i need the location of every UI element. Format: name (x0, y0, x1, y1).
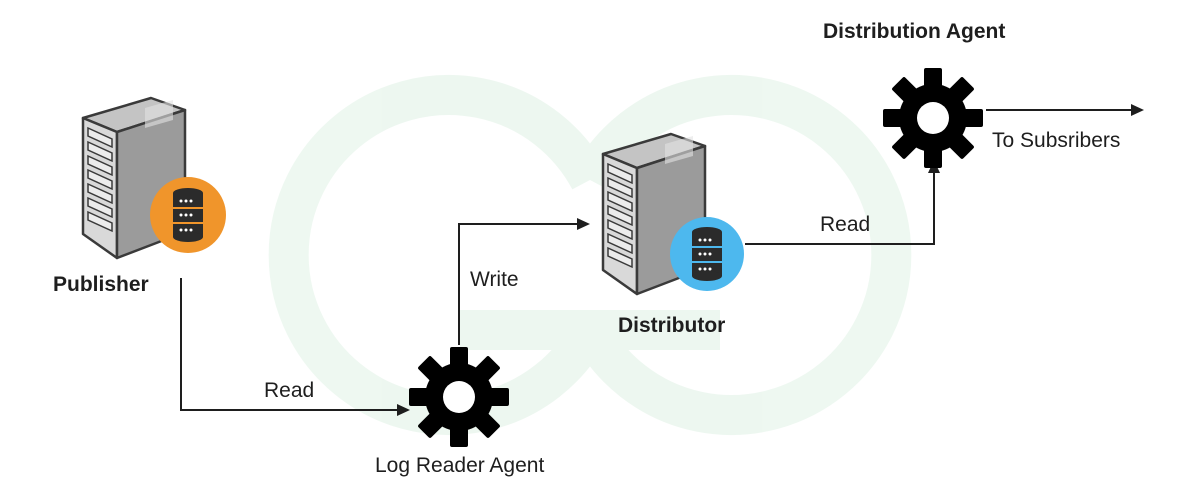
arrowhead-right-icon (577, 218, 590, 230)
background-watermark (268, 75, 912, 435)
database-icon (150, 177, 226, 253)
publisher-node (81, 96, 226, 260)
edge-publisher-to-log-reader (180, 278, 398, 411)
edge-label-read-publisher: Read (264, 379, 315, 402)
gear-icon (883, 68, 983, 168)
edge-log-reader-to-distributor (458, 223, 578, 345)
log-reader-agent-label: Log Reader Agent (375, 454, 545, 477)
distributor-label: Distributor (618, 314, 726, 337)
database-icon (670, 217, 744, 291)
edge-label-write: Write (470, 268, 519, 291)
arrowhead-right-icon (397, 404, 410, 416)
distribution-agent-label: Distribution Agent (823, 20, 1006, 43)
publisher-label: Publisher (53, 273, 149, 296)
distributor-node (601, 132, 744, 296)
gear-icon (409, 347, 509, 447)
edge-label-read-distributor: Read (820, 213, 871, 236)
edge-label-to-subscribers: To Subsribers (992, 129, 1121, 152)
arrowhead-right-icon (1131, 104, 1144, 116)
edge-distributor-to-distribution-agent (745, 170, 935, 245)
